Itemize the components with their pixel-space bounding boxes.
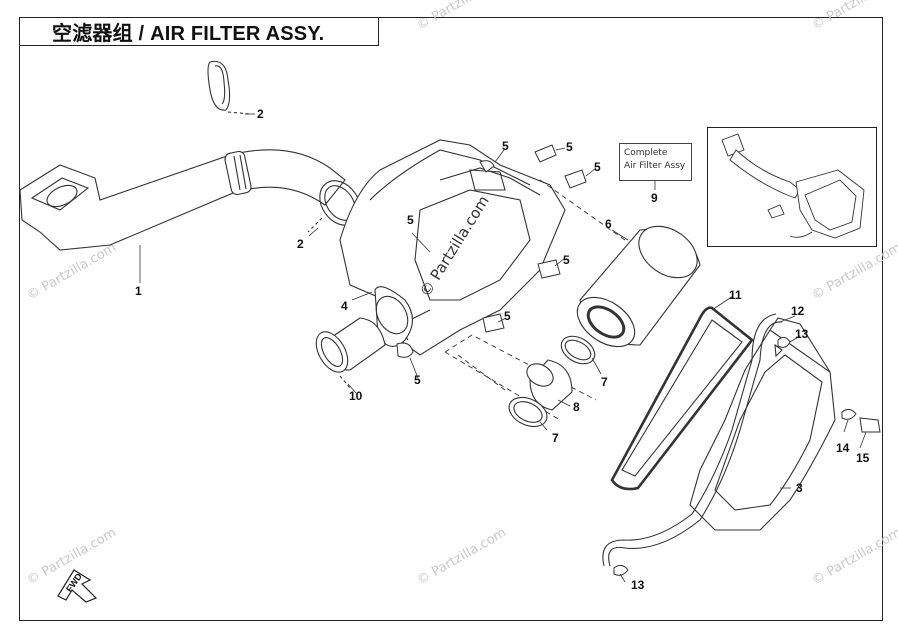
callout-5-b: 5 [566, 140, 573, 154]
callout-14: 14 [836, 441, 850, 455]
part-filter-element [576, 225, 701, 348]
callout-10: 10 [349, 389, 363, 403]
callout-4: 4 [341, 299, 348, 313]
part-inlet-boot [315, 317, 386, 389]
part-airbox-cover [689, 317, 836, 531]
callout-5-c: 5 [594, 160, 601, 174]
callout-6: 6 [605, 217, 612, 231]
title-banner: 空滤器组 / AIR FILTER ASSY. [19, 17, 379, 46]
watermark-3: © Partzilla.com [415, 525, 509, 588]
callout-12: 12 [791, 304, 805, 318]
callout-15: 15 [856, 451, 870, 465]
part-airbox-housing [339, 139, 566, 356]
callout-5-d: 5 [407, 213, 414, 227]
callout-13-bottom: 13 [631, 578, 645, 592]
callout-8: 8 [573, 400, 580, 414]
watermark-7: © Partzilla.com [810, 0, 898, 33]
callout-9: 9 [651, 191, 658, 205]
callout-5-e: 5 [563, 253, 570, 267]
callout-3: 3 [796, 481, 803, 495]
caption-line-2: Air Filter Assy [624, 161, 686, 171]
watermark-5: © Partzilla.com [810, 525, 898, 588]
callout-7-b: 7 [552, 431, 559, 445]
watermark-4: © Partzilla.com [810, 240, 898, 303]
callout-5-g: 5 [414, 373, 421, 387]
callouts: 1 2 2 3 4 5 5 5 5 5 5 5 6 7 7 8 9 10 11 … [135, 107, 870, 592]
diagram-frame [19, 17, 883, 621]
caption-line-1: Complete [624, 148, 668, 158]
callout-2-middle: 2 [297, 237, 304, 251]
part-coupler-and-clamps [508, 335, 596, 428]
callout-7-a: 7 [601, 375, 608, 389]
callout-2-top: 2 [257, 107, 264, 121]
callout-5-f: 5 [504, 309, 511, 323]
part-drain-hose [602, 313, 783, 567]
callout-1: 1 [135, 284, 142, 298]
part-clamp-top [207, 60, 251, 115]
part-clips [396, 144, 587, 358]
callout-13-top: 13 [795, 327, 809, 341]
part-small-hardware [613, 336, 881, 576]
fwd-arrow: FWD [57, 569, 98, 603]
part-intake-duct [19, 149, 346, 251]
callout-5-a: 5 [502, 139, 509, 153]
page-title: 空滤器组 / AIR FILTER ASSY. [52, 23, 325, 45]
part-gasket [610, 306, 754, 491]
complete-assembly-caption: Complete Air Filter Assy [619, 143, 692, 181]
watermark-1: © Partzilla.com [25, 240, 119, 303]
callout-11: 11 [729, 288, 742, 302]
inset-assembly-sketch [721, 133, 865, 239]
leader-lines [139, 113, 867, 583]
watermark-6: © Partzilla.com [415, 0, 509, 33]
